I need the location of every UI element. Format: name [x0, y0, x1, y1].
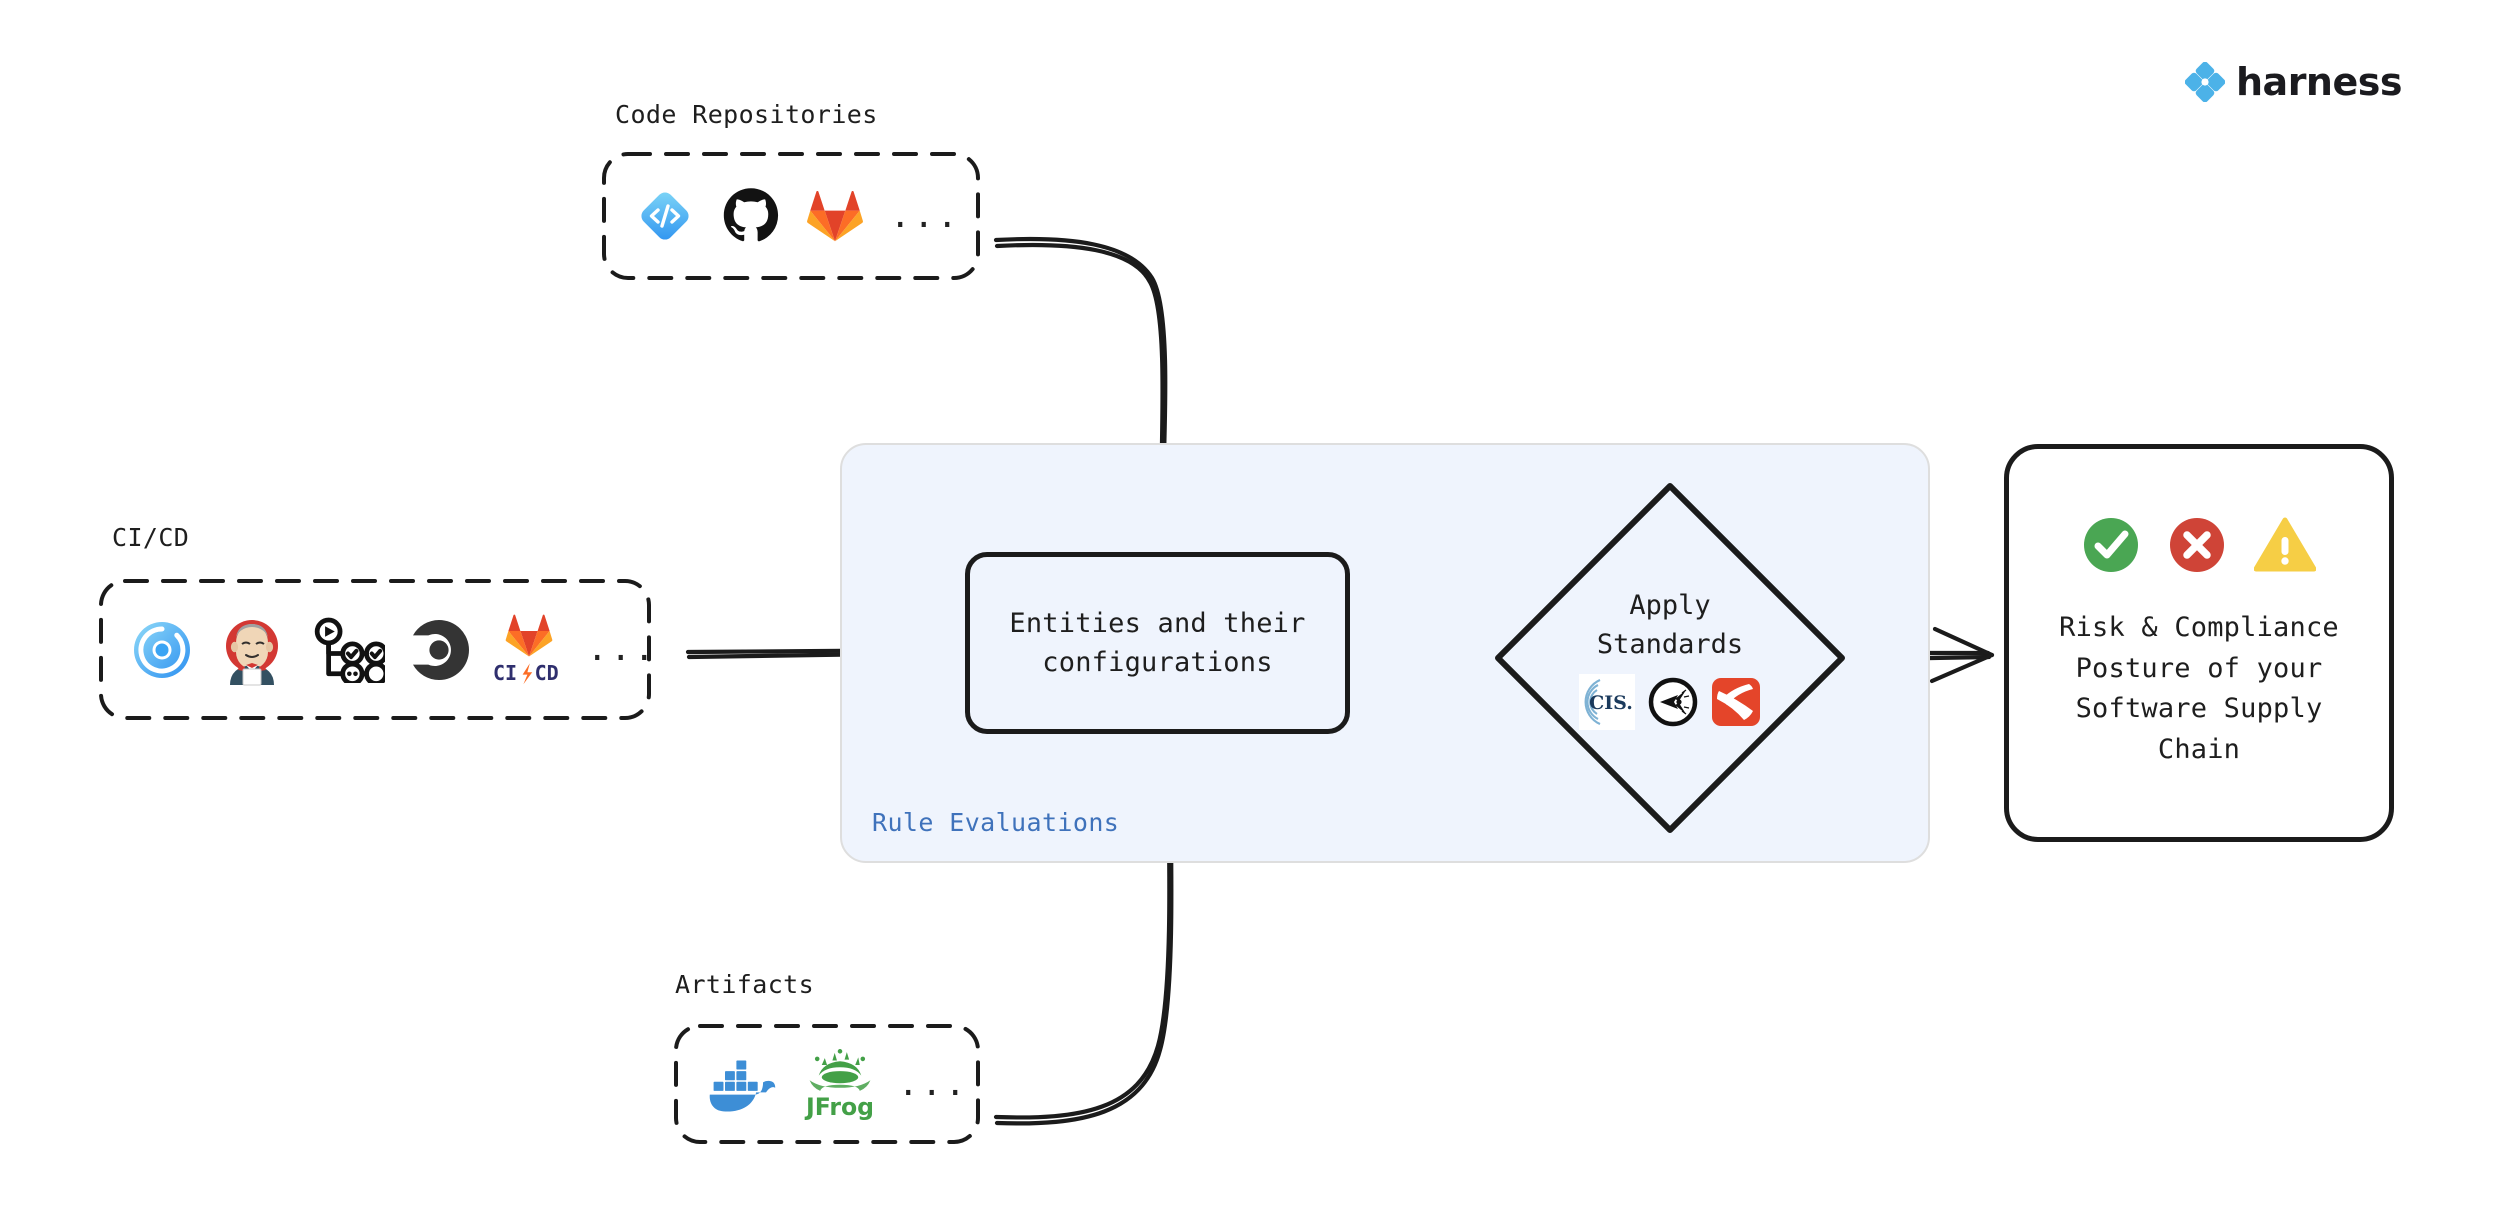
- standards-line-2: Standards: [1596, 629, 1744, 660]
- entities-line-1: Entities and their: [1009, 607, 1306, 639]
- harness-diamond-icon: [2185, 62, 2225, 102]
- error-circle-icon: [2168, 516, 2226, 574]
- source-box-code-repositories: ...: [600, 150, 982, 282]
- entities-and-configurations-node: Entities and their configurations: [965, 552, 1350, 734]
- harness-logo: harness: [2185, 60, 2403, 104]
- group-label-ci-cd: CI/CD: [112, 523, 190, 552]
- jfrog-icon: JFrog: [802, 1048, 878, 1120]
- github-icon: [722, 187, 780, 245]
- apply-standards-label: Apply Standards: [1597, 586, 1743, 664]
- outcome-line-4: Chain: [2157, 733, 2241, 765]
- outcome-line-2: Posture of your: [2075, 652, 2323, 684]
- check-circle-icon: [2082, 516, 2140, 574]
- more-ellipsis: ...: [890, 195, 961, 236]
- group-label-code-repositories: Code Repositories: [615, 100, 878, 129]
- entities-label: Entities and their configurations: [1009, 604, 1305, 682]
- github-actions-icon: [311, 617, 385, 683]
- more-ellipsis: ...: [587, 629, 658, 670]
- group-label-artifacts: Artifacts: [675, 970, 815, 999]
- standards-icon-row: CIS.: [1579, 674, 1761, 731]
- harness-code-icon: [634, 185, 696, 247]
- openssf-icon: [1648, 677, 1698, 727]
- risk-compliance-outcome-node: Risk & Compliance Posture of your Softwa…: [2004, 444, 2394, 842]
- cis-icon: CIS.: [1579, 674, 1635, 731]
- slsa-icon: [1711, 677, 1761, 727]
- svg-text:JFrog: JFrog: [804, 1093, 874, 1120]
- outcome-line-3: Software Supply: [2075, 693, 2323, 724]
- rule-evaluations-panel: [840, 443, 1930, 863]
- outcome-line-1: Risk & Compliance: [2059, 612, 2339, 643]
- source-box-ci-cd: CI CD ...: [97, 577, 654, 722]
- gitlab-cicd-icon: CI CD: [493, 613, 565, 686]
- gitlab-icon: [806, 189, 864, 243]
- svg-text:CIS.: CIS.: [1589, 692, 1633, 714]
- status-icon-row: [2082, 516, 2316, 574]
- more-ellipsis: ...: [898, 1063, 969, 1104]
- entities-line-2: configurations: [1042, 647, 1273, 678]
- apply-standards-node: Apply Standards CIS.: [1490, 478, 1850, 838]
- svg-text:CD: CD: [535, 661, 559, 685]
- harness-wordmark: harness: [2236, 60, 2403, 104]
- docker-icon: [706, 1054, 782, 1114]
- source-box-artifacts: JFrog ...: [672, 1022, 982, 1146]
- circleci-icon: [407, 618, 471, 682]
- harness-ci-icon: [131, 619, 193, 681]
- svg-text:CI: CI: [493, 661, 517, 685]
- outcome-label: Risk & Compliance Posture of your Softwa…: [2059, 608, 2339, 770]
- rule-evaluations-label: Rule Evaluations: [872, 808, 1120, 837]
- warning-triangle-icon: [2254, 517, 2316, 573]
- jenkins-icon: [215, 613, 289, 687]
- standards-line-1: Apply: [1629, 589, 1711, 621]
